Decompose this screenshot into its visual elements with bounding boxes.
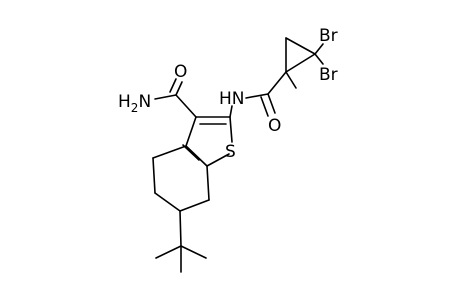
bond-ccarbonyl-o [267, 93, 276, 114]
bond-camide-o-double [169, 78, 177, 93]
atom-label-br-lower: Br [319, 65, 338, 85]
bond-nh-ccarbonyl [245, 93, 269, 99]
bond-network [152, 37, 324, 273]
bond-cbr2-br-lower [314, 53, 324, 65]
atom-label-br-upper: Br [319, 26, 338, 46]
bond-cprop-methyl [285, 71, 297, 89]
bond-c2-s [229, 116, 233, 143]
bond-camide-n [154, 94, 177, 100]
bond-c7a-c3a [185, 145, 208, 167]
bond-c2-nh [229, 105, 233, 118]
bond-c5-c6 [154, 192, 181, 212]
bond-ccarbonyl-o-double [260, 96, 269, 117]
bond-ccarbonyl-cprop [267, 71, 287, 95]
atom-label-nh: HN [219, 89, 245, 109]
bond-c6-c7 [179, 199, 210, 212]
bond-cq-me-right [180, 245, 207, 259]
bond-c3a-c4 [152, 145, 187, 159]
bond-ch2-cbr2 [285, 37, 316, 55]
atom-label-s: S [225, 142, 236, 162]
bond-cbr2-br-upper [314, 43, 324, 55]
bond-s-c7a [206, 153, 230, 167]
bond-c3-camide [175, 94, 197, 118]
bond-c4-c5 [152, 157, 156, 194]
bond-camide-o [175, 81, 183, 96]
atom-label-o-linker: O [268, 116, 281, 136]
atom-label-o-amide: O [174, 62, 187, 82]
bond-cbr2-cprop [285, 53, 316, 73]
bond-c3a-c3 [185, 116, 197, 147]
atom-labels: H2N O HN O S Br Br [118, 26, 338, 162]
atom-label-nh2: H2N [118, 92, 151, 115]
bond-c7a-c3a-double [182, 144, 200, 161]
bond-c7-c7a [206, 165, 210, 201]
bond-c6-cq [179, 210, 182, 247]
bond-cq-me-left [155, 245, 182, 259]
